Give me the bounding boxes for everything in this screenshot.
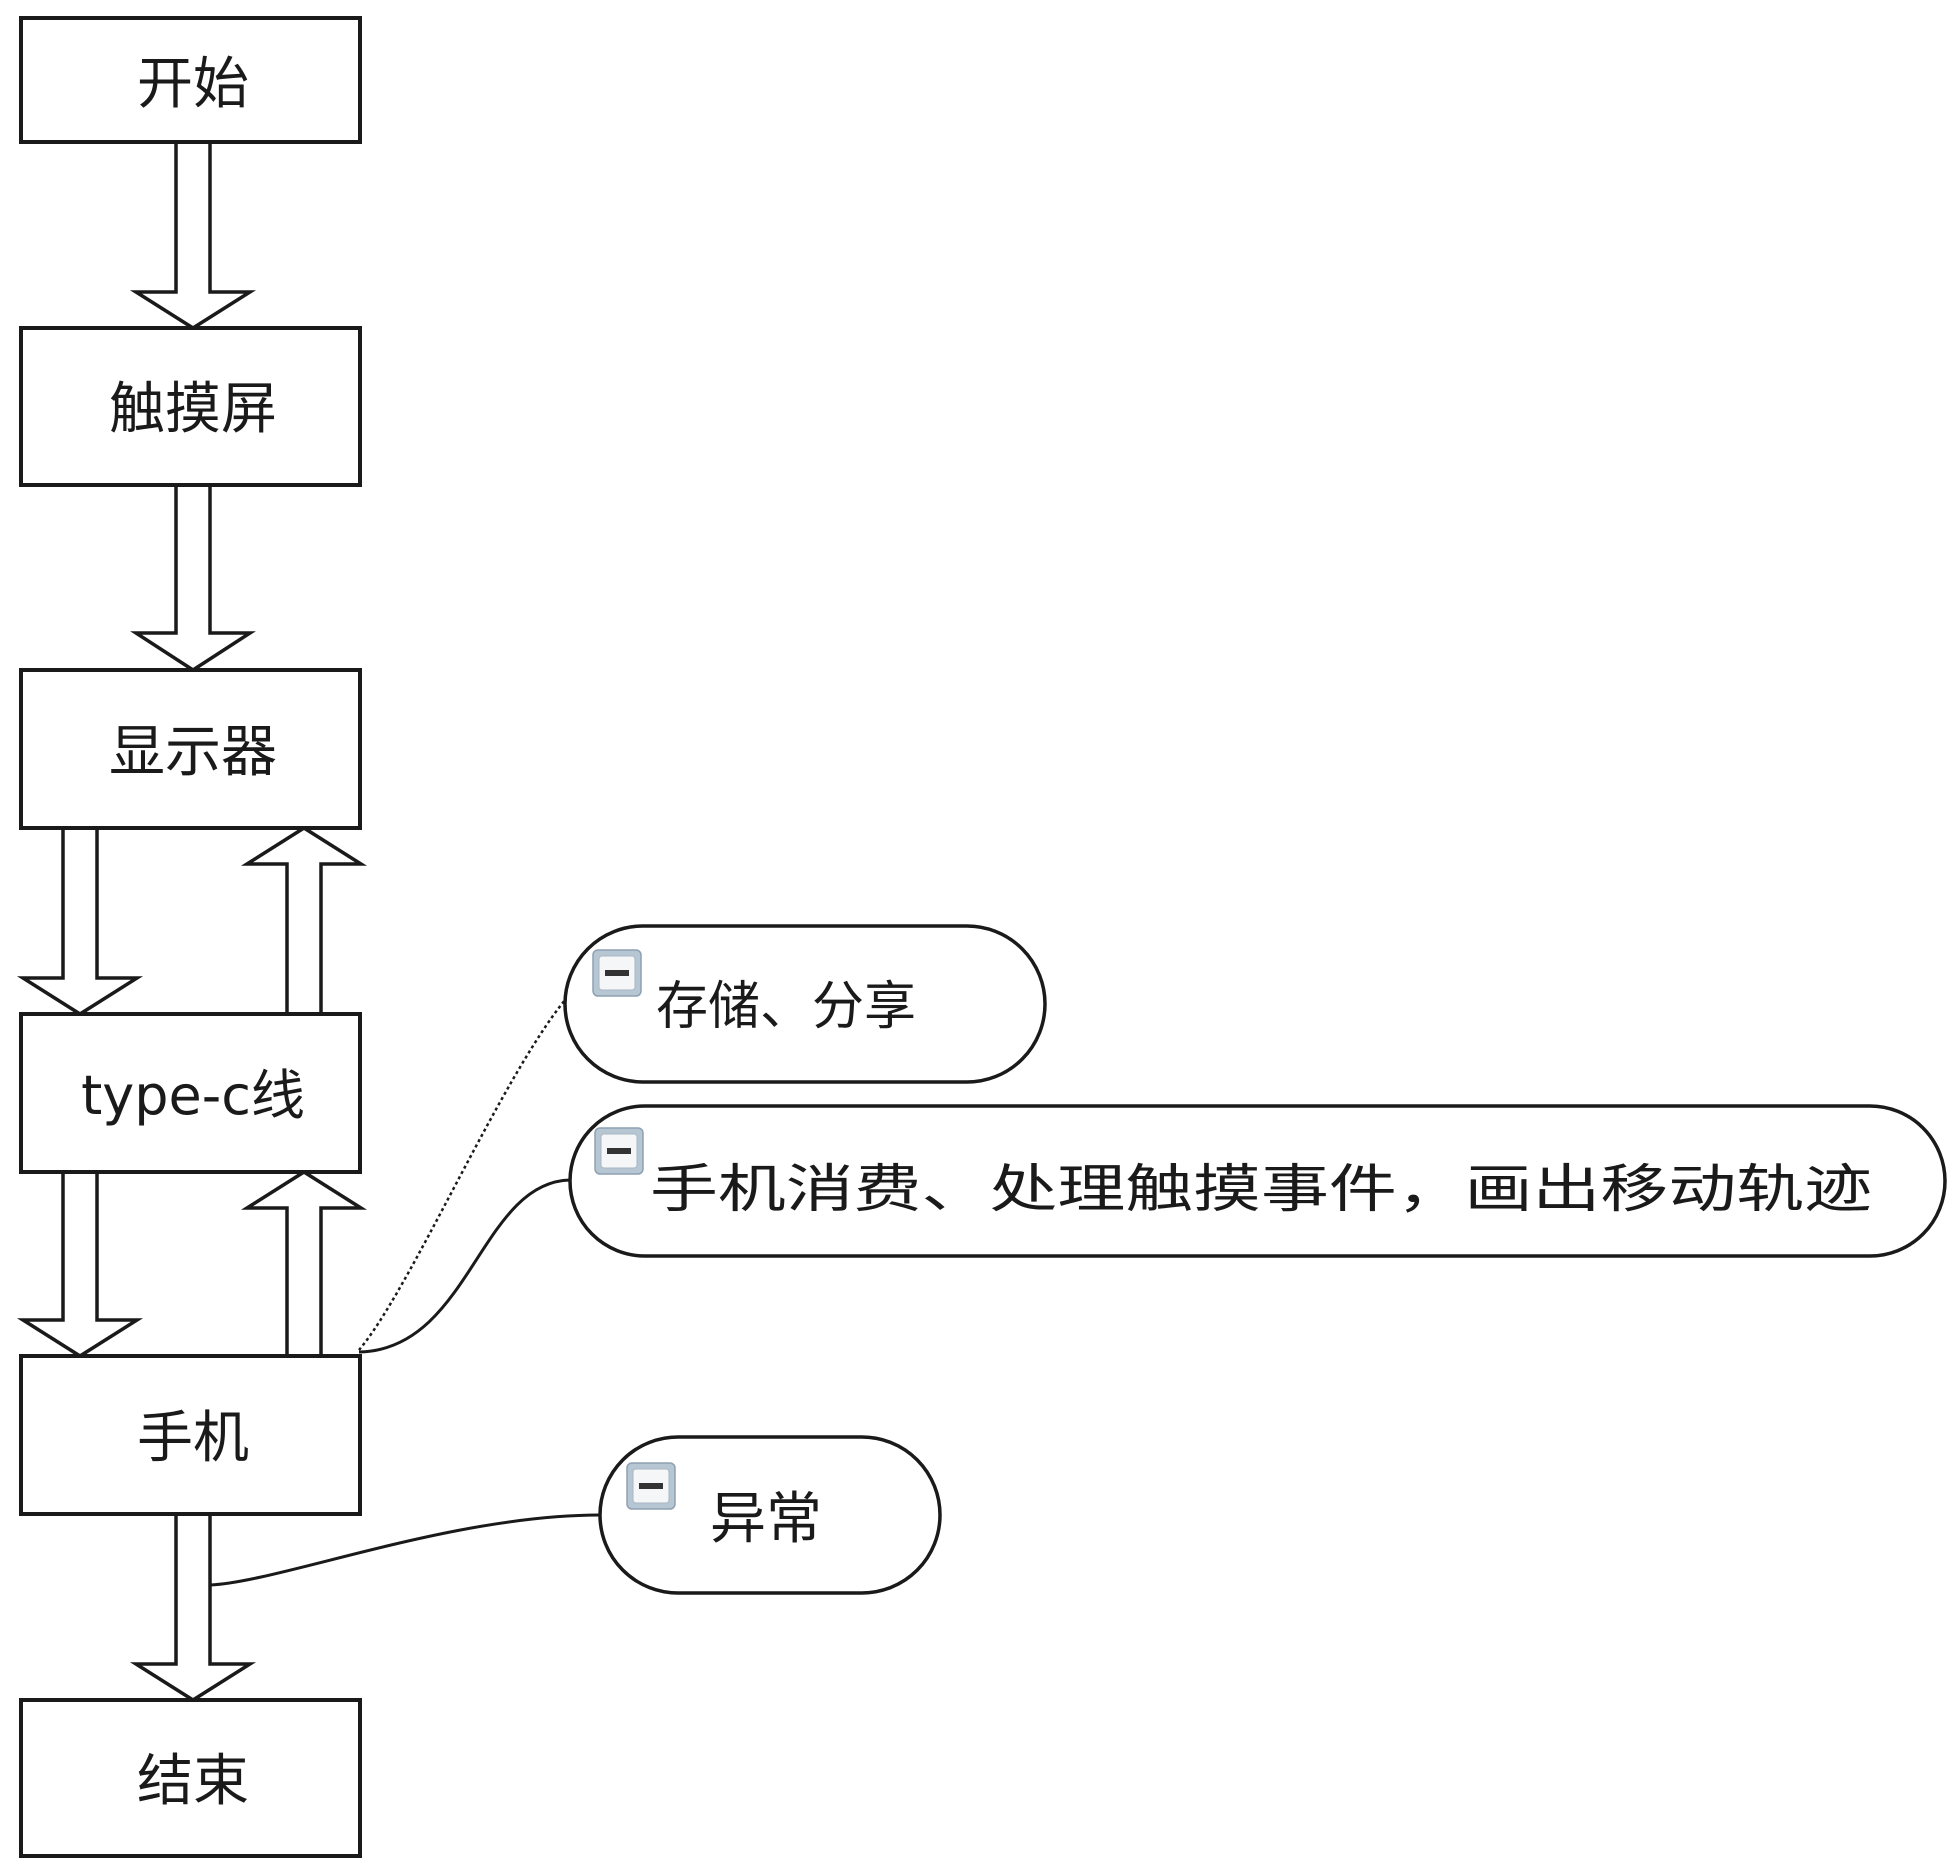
node-cable-label: type-c线 (81, 1064, 305, 1127)
connector-phone-to-store-share (358, 999, 566, 1351)
collapse-minus-icon[interactable] (592, 949, 642, 997)
note-consume: 手机消费、处理触摸事件，画出移动轨迹 (568, 1104, 1947, 1258)
arrow-start-to-touchscreen (129, 140, 257, 331)
arrow-phone-to-cable (240, 1169, 368, 1358)
note-exception-label: 异常 (710, 1487, 822, 1552)
node-phone: 手机 (19, 1354, 362, 1516)
note-exception: 异常 (598, 1435, 942, 1595)
connector-phone-to-consume (358, 1178, 571, 1354)
note-store-share: 存储、分享 (563, 924, 1047, 1084)
note-consume-label: 手机消费、处理触摸事件，画出移动轨迹 (650, 1160, 1872, 1220)
connector-end-arrow-to-exception (209, 1513, 601, 1587)
arrow-phone-to-end (129, 1512, 257, 1703)
arrow-touchscreen-to-display (130, 483, 256, 673)
collapse-minus-icon[interactable] (594, 1127, 644, 1175)
node-start: 开始 (19, 16, 362, 144)
note-store-share-label: 存储、分享 (656, 977, 916, 1037)
arrow-cable-to-display (240, 825, 368, 1016)
node-phone-label: 手机 (137, 1406, 249, 1471)
node-end-label: 结束 (137, 1749, 249, 1814)
node-display-label: 显示器 (109, 720, 277, 785)
arrow-display-to-cable (16, 826, 144, 1017)
node-display: 显示器 (19, 668, 362, 830)
node-touchscreen: 触摸屏 (19, 326, 362, 487)
collapse-minus-icon[interactable] (626, 1462, 676, 1510)
node-start-label: 开始 (137, 52, 249, 117)
node-cable: type-c线 (19, 1012, 362, 1174)
arrow-cable-to-phone (16, 1170, 144, 1359)
note-connectors (209, 999, 601, 1587)
node-end: 结束 (19, 1698, 362, 1858)
node-touchscreen-label: 触摸屏 (109, 377, 277, 442)
flow-arrows (16, 140, 368, 1703)
